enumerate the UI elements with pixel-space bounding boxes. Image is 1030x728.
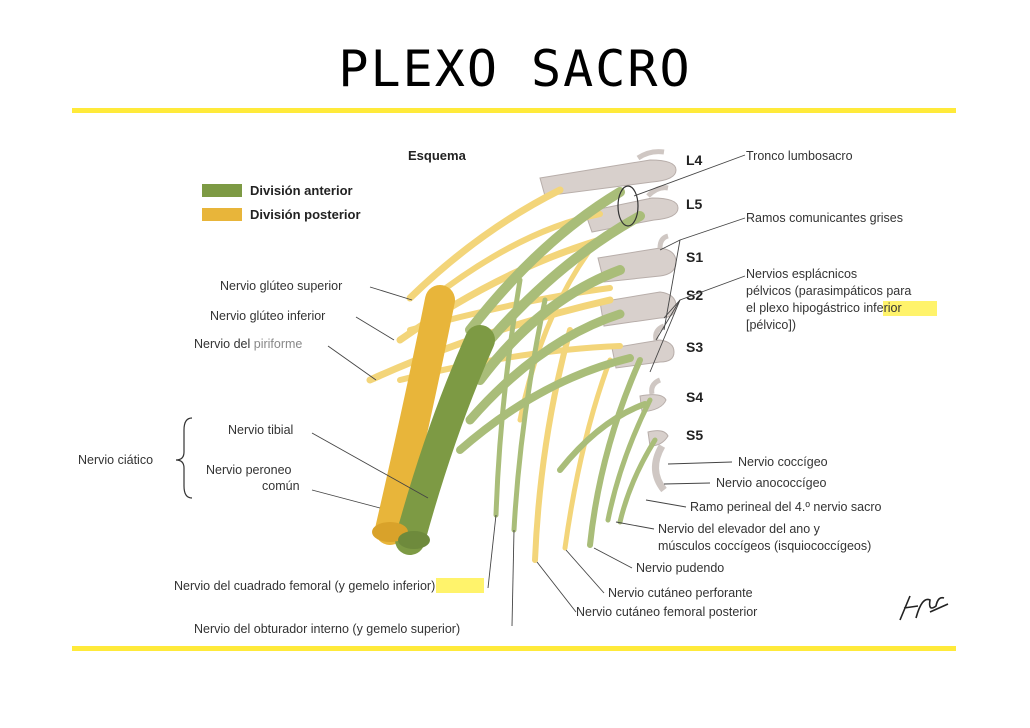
label-ciatico: Nervio ciático	[78, 453, 153, 467]
label-coccigeo: Nervio coccígeo	[738, 455, 828, 469]
label-pudendo: Nervio pudendo	[636, 561, 724, 575]
label-peroneo-1: Nervio peroneo	[206, 463, 292, 477]
label-piriforme-a: Nervio del	[194, 337, 254, 351]
obturator-internus-nerve	[511, 297, 548, 533]
segment-s5: S5	[686, 427, 703, 443]
diagram-heading: Esquema	[408, 148, 467, 163]
coccygeal-chain	[652, 444, 667, 493]
label-piriforme: Nervio del piriforme	[194, 337, 302, 351]
leader-femoral-post	[536, 561, 577, 613]
tibial-trunk	[395, 325, 495, 555]
artist-signature	[899, 595, 949, 621]
levator-ani-nerve-2	[617, 437, 658, 525]
gray-rami-s1	[657, 233, 669, 249]
slide-title: PLEXO SACRO	[338, 40, 692, 98]
post-femoral-cutaneous	[532, 327, 573, 563]
leader-obturador	[511, 529, 515, 627]
label-ramos: Ramos comunicantes grises	[746, 211, 903, 225]
gray-rami-l5	[646, 185, 669, 198]
label-obturador: Nervio del obturador interno (y gemelo s…	[194, 622, 460, 636]
leader-perforante	[565, 549, 605, 594]
label-cuadrado-c: )	[431, 579, 435, 593]
label-esplac-4: [pélvico])	[746, 318, 796, 332]
legend-label-posterior: División posterior	[250, 207, 361, 222]
lumbosacral-trunk	[465, 187, 625, 335]
leader-cuadrado	[487, 514, 497, 589]
leader-anococcigeo	[663, 482, 711, 485]
legend-swatch-anterior	[202, 184, 242, 197]
label-perineal: Ramo perineal del 4.º nervio sacro	[690, 500, 882, 514]
leader-perineal	[645, 499, 687, 508]
l5-anterior	[485, 211, 645, 345]
label-gluteo-superior: Nervio glúteo superior	[220, 279, 342, 293]
leader-gluteo-superior	[369, 286, 413, 301]
label-cuadrado: Nervio del cuadrado femoral (y gemelo in…	[174, 579, 435, 593]
label-elevador-1: Nervio del elevador del ano y	[658, 522, 821, 536]
label-esplac-3: el plexo hipogástrico inferior	[746, 301, 902, 315]
gluteal-sup-branch	[406, 186, 564, 302]
segment-s1: S1	[686, 249, 703, 265]
label-anococcigeo: Nervio anococcígeo	[716, 476, 827, 490]
levator-ani-nerve	[605, 397, 653, 523]
s4-anterior	[557, 401, 648, 473]
leader-lines	[311, 154, 746, 627]
label-elevador-2: músculos coccígeos (isquiococcígeos)	[658, 539, 871, 553]
label-esplac-3a: el plexo hipogástrico	[746, 301, 863, 315]
gray-rami-s3	[653, 323, 666, 341]
leader-pudendo	[593, 547, 633, 569]
label-cuadrado-b: inferior	[393, 579, 431, 593]
s1-anterior	[475, 265, 625, 385]
leader-tibial	[311, 432, 429, 499]
segment-s3: S3	[686, 339, 703, 355]
gray-rami-s4	[649, 377, 662, 395]
root-l5	[584, 197, 679, 233]
label-piriforme-b: piriforme	[254, 337, 303, 351]
label-perforante: Nervio cutáneo perforante	[608, 586, 753, 600]
leader-esplac-2	[655, 299, 681, 341]
fibular-trunk	[375, 285, 455, 545]
leader-gluteo-inferior	[355, 316, 395, 341]
legend-swatch-posterior	[202, 208, 242, 221]
anterior-division	[395, 187, 658, 555]
bottom-rule	[72, 646, 956, 651]
segment-l4: L4	[686, 152, 703, 168]
label-femoral-post: Nervio cutáneo femoral posterior	[576, 605, 757, 619]
highlight-esplac	[883, 301, 937, 316]
leader-coccigeo	[667, 461, 733, 465]
s3-anterior	[456, 354, 634, 454]
label-esplac-3b: inferior	[863, 301, 901, 315]
root-l4	[539, 159, 677, 197]
s2-anterior	[465, 309, 625, 425]
leader-tronco	[633, 154, 746, 197]
label-gluteo-inferior: Nervio glúteo inferior	[210, 309, 325, 323]
label-peroneo-2: común	[262, 479, 300, 493]
label-esplac-2: pélvicos (parasimpáticos para	[746, 284, 911, 298]
highlight-cuadrado	[436, 578, 484, 593]
sciatic-cut-anterior	[398, 531, 430, 549]
quadratus-femoris-nerve	[493, 277, 523, 518]
label-tibial: Nervio tibial	[228, 423, 293, 437]
top-rule	[72, 108, 956, 113]
leader-piriforme	[327, 345, 377, 381]
legend-label-anterior: División anterior	[250, 183, 353, 198]
leader-elevador	[615, 521, 655, 530]
label-tronco: Tronco lumbosacro	[746, 149, 853, 163]
gray-rami-l4	[636, 149, 665, 161]
leader-esplac-3	[649, 299, 681, 373]
segment-l5: L5	[686, 196, 703, 212]
segment-s4: S4	[686, 389, 703, 405]
pudendal-nerve	[587, 357, 643, 548]
leader-peroneo	[311, 489, 381, 509]
sciatic-brace	[175, 417, 193, 499]
label-esplac-1: Nervios esplácnicos	[746, 267, 857, 281]
label-cuadrado-a: Nervio del cuadrado femoral (y gemelo	[174, 579, 393, 593]
lumbosacral-ring	[617, 185, 639, 227]
nerve-roots	[539, 149, 679, 493]
